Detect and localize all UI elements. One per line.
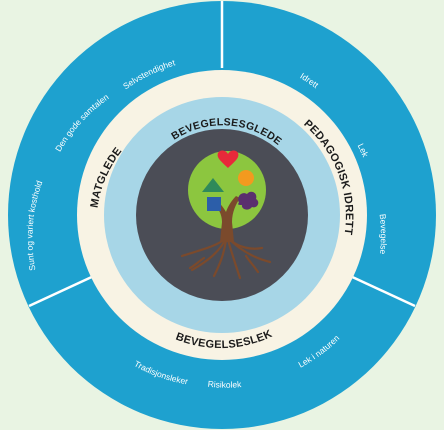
tree-illustration — [180, 150, 272, 280]
triangle-icon — [202, 178, 224, 192]
outer-ring-divider-left — [28, 273, 97, 308]
circle-icon — [238, 170, 254, 186]
label-risikolek: Risikolek — [207, 379, 242, 390]
label-bevegelse: Bevegelse — [378, 213, 389, 255]
heart-icon — [217, 150, 239, 168]
outer-ring-divider-right — [347, 273, 416, 308]
square-icon — [207, 197, 221, 211]
cloud-icon — [238, 191, 259, 210]
